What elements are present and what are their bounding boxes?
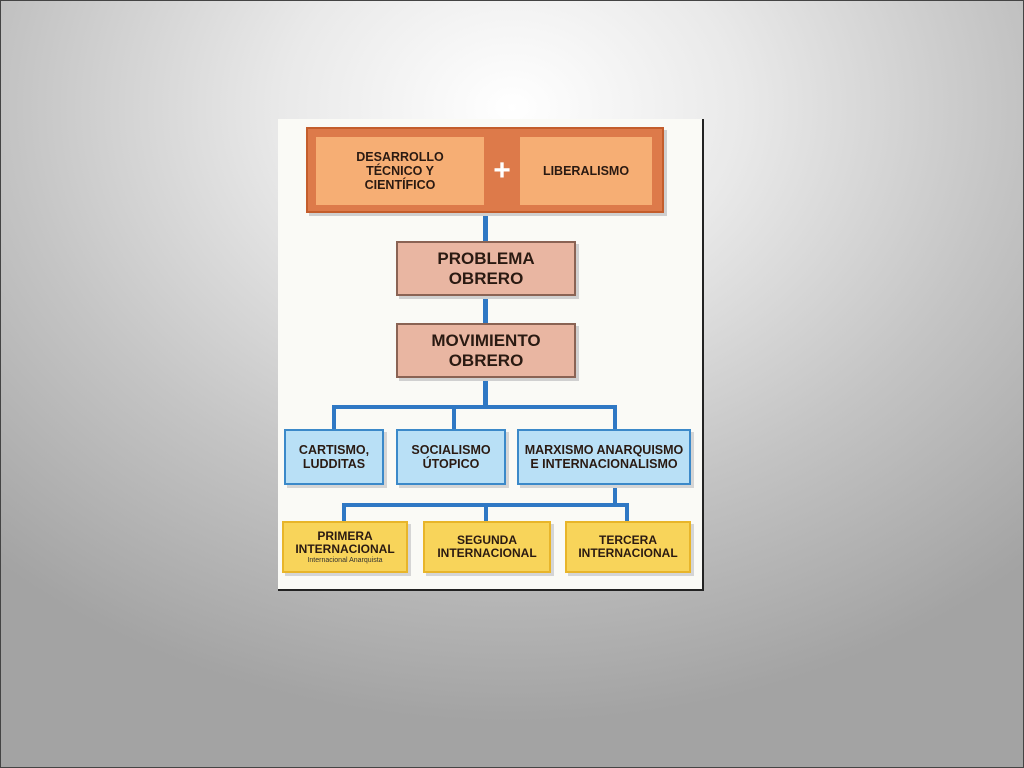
- connector-top-to-problema: [483, 213, 488, 241]
- marxismo-label: MARXISMO ANARQUISMO E INTERNACIONALISMO: [524, 443, 684, 471]
- connector-to-socialismo: [452, 405, 456, 429]
- connector-to-cartismo: [332, 405, 336, 429]
- primera-internacional-sublabel: Internacional Anarquista: [307, 556, 383, 564]
- connector-to-segunda: [484, 503, 488, 521]
- problema-obrero-box: PROBLEMA OBRERO: [396, 241, 576, 296]
- liberalismo-label: LIBERALISMO: [542, 164, 630, 178]
- connector-problema-to-movimiento: [483, 296, 488, 323]
- connector-corrientes-bar: [332, 405, 617, 409]
- cartismo-label: CARTISMO, LUDDITAS: [298, 443, 370, 471]
- connector-movimiento-down: [483, 378, 488, 407]
- flowchart-diagram: DESARROLLO TÉCNICO Y CIENTÍFICO + LIBERA…: [278, 119, 704, 591]
- cartismo-box: CARTISMO, LUDDITAS: [284, 429, 384, 485]
- primera-internacional-box: PRIMERA INTERNACIONAL Internacional Anar…: [282, 521, 408, 573]
- tercera-internacional-box: TERCERA INTERNACIONAL: [565, 521, 691, 573]
- connector-to-marxismo: [613, 405, 617, 429]
- problema-obrero-label: PROBLEMA OBRERO: [437, 249, 535, 288]
- liberalismo-box: LIBERALISMO: [520, 137, 652, 205]
- connector-to-primera: [342, 503, 346, 521]
- segunda-internacional-box: SEGUNDA INTERNACIONAL: [423, 521, 551, 573]
- primera-internacional-label: PRIMERA INTERNACIONAL: [295, 528, 395, 557]
- tercera-internacional-label: TERCERA INTERNACIONAL: [578, 532, 678, 560]
- connector-marxismo-down: [613, 483, 617, 505]
- desarrollo-tecnico-box: DESARROLLO TÉCNICO Y CIENTÍFICO: [316, 137, 484, 205]
- socialismo-utopico-label: SOCIALISMO ÚTOPICO: [411, 443, 491, 471]
- desarrollo-tecnico-label: DESARROLLO TÉCNICO Y CIENTÍFICO: [356, 150, 444, 192]
- causes-box: DESARROLLO TÉCNICO Y CIENTÍFICO + LIBERA…: [306, 127, 664, 213]
- segunda-internacional-label: SEGUNDA INTERNACIONAL: [437, 532, 537, 560]
- plus-sign: +: [493, 154, 511, 187]
- connector-to-tercera: [625, 503, 629, 521]
- movimiento-obrero-box: MOVIMIENTO OBRERO: [396, 323, 576, 378]
- movimiento-obrero-label: MOVIMIENTO OBRERO: [431, 331, 541, 370]
- marxismo-box: MARXISMO ANARQUISMO E INTERNACIONALISMO: [517, 429, 691, 485]
- socialismo-utopico-box: SOCIALISMO ÚTOPICO: [396, 429, 506, 485]
